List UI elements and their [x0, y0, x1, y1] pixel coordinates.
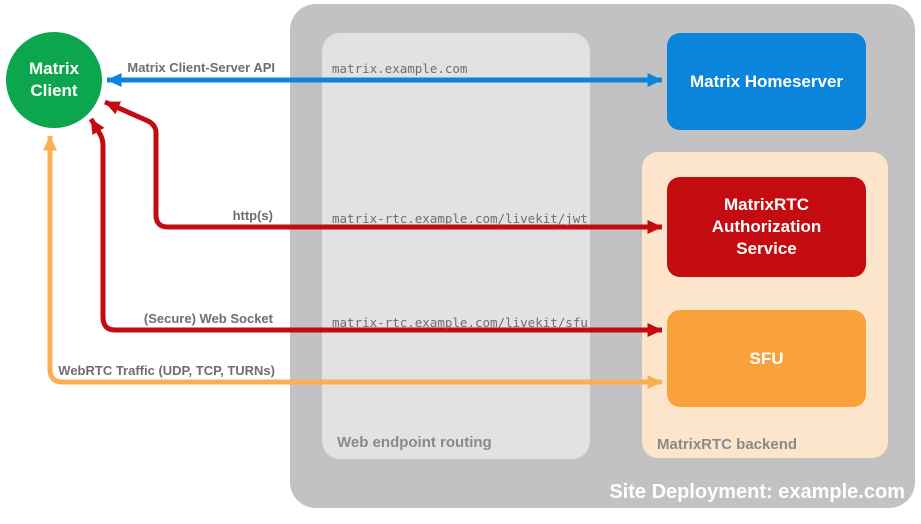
matrixrtc-authorization-service-node: MatrixRTC Authorization Service — [667, 177, 866, 277]
sfu-endpoint-url: matrix-rtc.example.com/livekit/sfu — [332, 315, 588, 330]
homeserver-endpoint-url: matrix.example.com — [332, 61, 468, 76]
client-server-api-label: Matrix Client-Server API — [127, 60, 275, 75]
matrixrtc-backend-caption: MatrixRTC backend — [657, 436, 798, 453]
web-endpoint-routing-group — [322, 33, 590, 459]
matrix-homeserver-node: Matrix Homeserver — [667, 33, 866, 130]
jwt-endpoint-url: matrix-rtc.example.com/livekit/jwt — [332, 211, 588, 226]
sfu-node: SFU — [667, 310, 866, 407]
webrtc-traffic-label: WebRTC Traffic (UDP, TCP, TURNs) — [58, 363, 275, 378]
site-deployment-title: Site Deployment: example.com — [609, 481, 905, 503]
https-label: http(s) — [232, 208, 273, 223]
web-endpoint-routing-caption: Web endpoint routing — [337, 434, 492, 451]
secure-web-socket-label: (Secure) Web Socket — [143, 311, 273, 326]
matrix-client-node: Matrix Client — [6, 32, 102, 128]
